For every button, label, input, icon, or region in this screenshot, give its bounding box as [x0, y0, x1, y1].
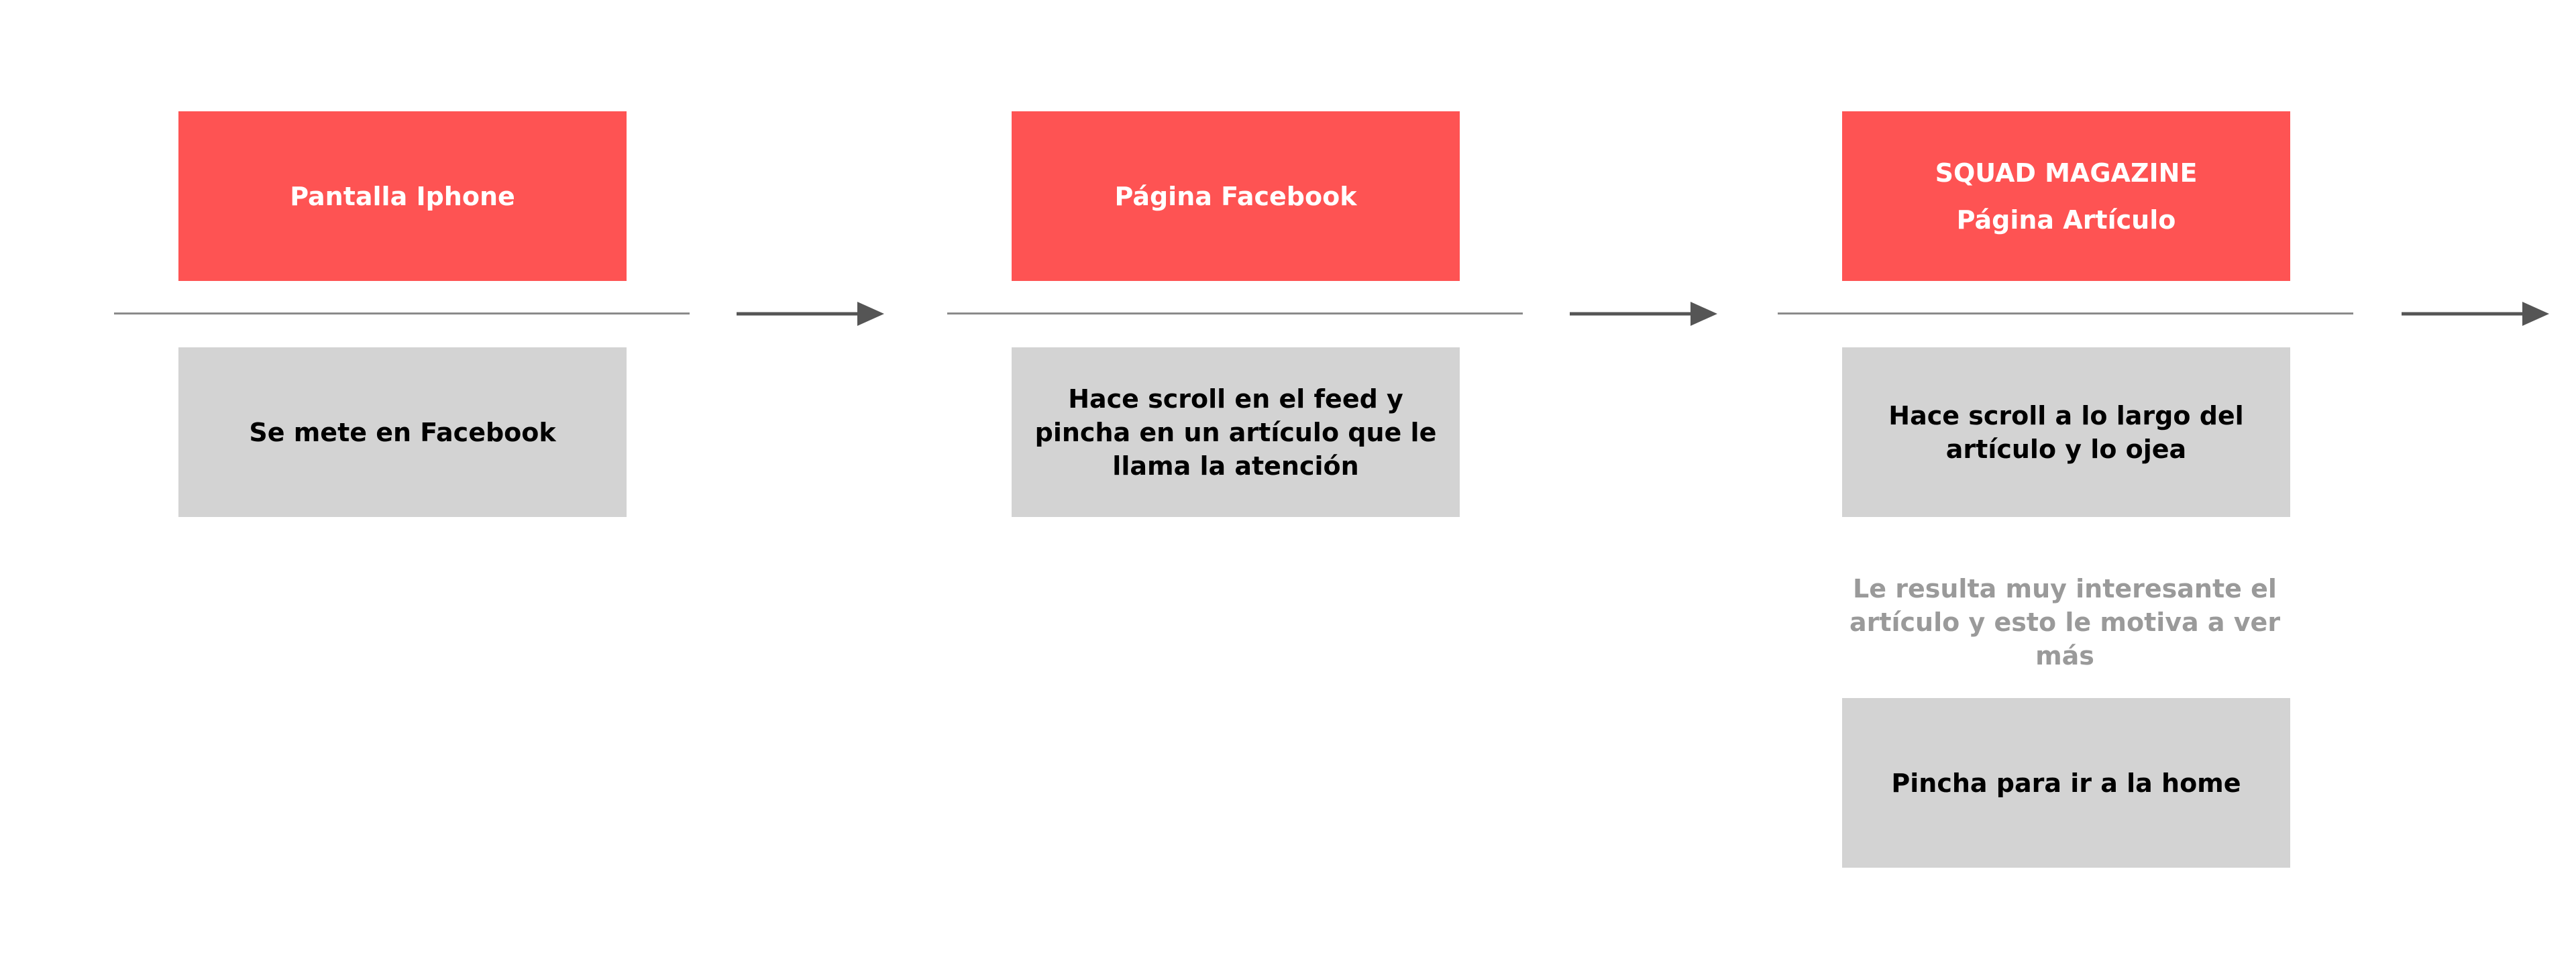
step-box-hace-scroll-feed: Hace scroll en el feed y pincha en un ar… — [1012, 347, 1460, 517]
step-box-se-mete-en-facebook: Se mete en Facebook — [178, 347, 627, 517]
step-box-hace-scroll-articulo: Hace scroll a lo largo del artículo y lo… — [1842, 347, 2290, 517]
divider-line — [1778, 312, 2353, 314]
header-title: Página Facebook — [1114, 181, 1357, 211]
divider-line — [114, 312, 690, 314]
step-text: Hace scroll en el feed y pincha en un ar… — [1034, 384, 1437, 481]
header-subtitle: Página Artículo — [1956, 205, 2176, 235]
header-box-pantalla-iphone: Pantalla Iphone — [178, 111, 627, 281]
note-text: Le resulta muy interesante el artículo y… — [1849, 574, 2281, 671]
header-box-squad-magazine: SQUAD MAGAZINE Página Artículo — [1842, 111, 2290, 281]
divider-line — [947, 312, 1523, 314]
step-text: Se mete en Facebook — [249, 417, 556, 447]
header-title: SQUAD MAGAZINE — [1935, 158, 2198, 188]
step-box-pincha-home: Pincha para ir a la home — [1842, 698, 2290, 868]
arrow-right-icon — [2402, 302, 2549, 326]
arrow-right-icon — [1570, 302, 1717, 326]
header-box-pagina-facebook: Página Facebook — [1012, 111, 1460, 281]
arrow-right-icon — [737, 302, 884, 326]
step-text: Pincha para ir a la home — [1891, 768, 2241, 798]
step-text: Hace scroll a lo largo del artículo y lo… — [1888, 400, 2244, 464]
header-title: Pantalla Iphone — [290, 181, 515, 211]
